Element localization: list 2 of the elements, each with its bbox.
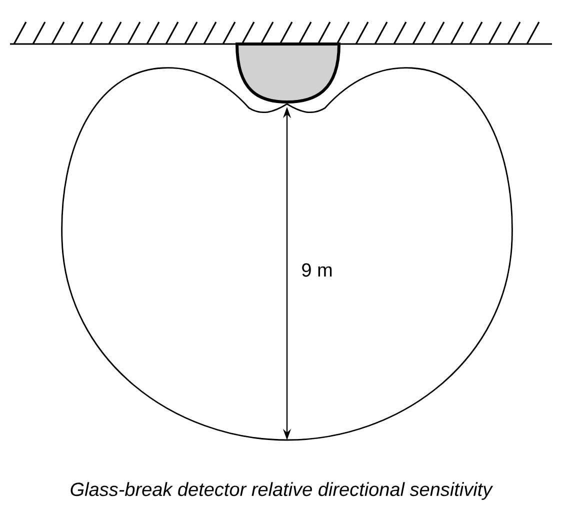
caption: Glass-break detector relative directional sensitivity — [70, 482, 494, 500]
dimension-label: 9 m — [302, 263, 332, 277]
